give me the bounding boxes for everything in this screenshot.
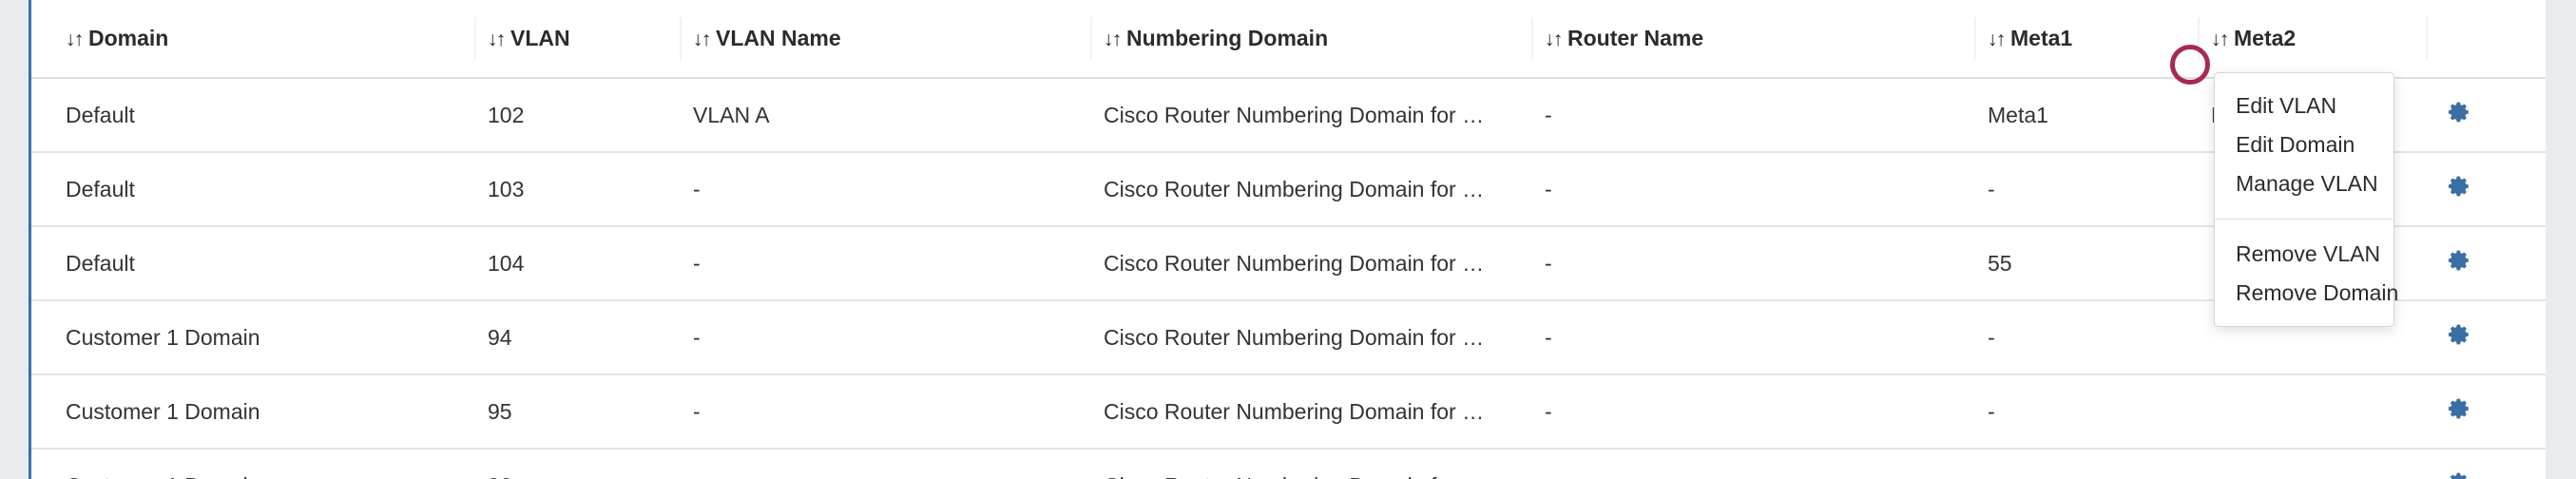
gear-icon[interactable]: [2447, 248, 2471, 273]
cell-vlan-name: -: [680, 300, 1090, 375]
column-header-label-domain: Domain: [88, 26, 169, 50]
column-header-actions: [2426, 0, 2546, 79]
column-header-vlan-name[interactable]: ↓↑VLAN Name: [680, 0, 1090, 79]
cell-vlan-name: -: [680, 226, 1090, 301]
cell-actions[interactable]: [2426, 78, 2546, 153]
column-header-numbering-domain[interactable]: ↓↑Numbering Domain: [1090, 0, 1531, 79]
sort-updown-icon[interactable]: ↓↑: [1987, 29, 2007, 50]
column-header-meta2[interactable]: ↓↑Meta2: [2198, 0, 2426, 79]
cell-vlan-name: -: [680, 449, 1090, 479]
menu-item-edit-domain[interactable]: Edit Domain: [2236, 132, 2355, 157]
cell-router-name: -: [1531, 300, 1974, 375]
gear-icon[interactable]: [2447, 470, 2471, 479]
sort-updown-icon[interactable]: ↓↑: [487, 29, 507, 50]
column-header-meta1[interactable]: ↓↑Meta1: [1974, 0, 2198, 79]
table-row[interactable]: Customer 1 Domain96-Cisco Router Numberi…: [31, 449, 2546, 479]
cell-actions[interactable]: [2426, 374, 2546, 450]
gear-icon[interactable]: [2447, 396, 2471, 421]
cell-vlan-name: -: [680, 152, 1090, 227]
cell-numbering-domain: Cisco Router Numbering Domain for …: [1090, 78, 1531, 153]
cell-meta1: -: [1974, 300, 2198, 375]
sort-updown-icon[interactable]: ↓↑: [692, 29, 712, 50]
column-header-label-router-name: Router Name: [1567, 26, 1704, 50]
cell-actions[interactable]: [2426, 226, 2546, 301]
cell-router-name: -: [1531, 449, 1974, 479]
cell-vlan: 94: [474, 300, 680, 375]
table-header: ↓↑Domain ↓↑VLAN ↓↑VLAN Name ↓↑Numbering …: [31, 0, 2546, 79]
cell-vlan: 96: [474, 449, 680, 479]
sort-updown-icon[interactable]: ↓↑: [65, 29, 85, 50]
cell-meta1: Meta1: [1974, 78, 2198, 153]
cell-meta1: -: [1974, 449, 2198, 479]
menu-item-edit-vlan[interactable]: Edit VLAN: [2236, 93, 2337, 118]
vlan-table-container[interactable]: ↓↑Domain ↓↑VLAN ↓↑VLAN Name ↓↑Numbering …: [31, 0, 2546, 479]
menu-item-remove-domain[interactable]: Remove Domain: [2236, 280, 2399, 305]
sort-updown-icon[interactable]: ↓↑: [1103, 29, 1123, 50]
cell-domain: Customer 1 Domain: [31, 374, 474, 450]
menu-item-manage-vlan[interactable]: Manage VLAN: [2236, 171, 2378, 196]
cell-router-name: -: [1531, 374, 1974, 450]
cell-vlan: 103: [474, 152, 680, 227]
cell-vlan: 95: [474, 374, 680, 450]
cell-meta1: -: [1974, 152, 2198, 227]
cell-domain: Default: [31, 78, 474, 153]
cell-vlan: 104: [474, 226, 680, 301]
menu-item-remove-vlan[interactable]: Remove VLAN: [2236, 241, 2381, 266]
cell-numbering-domain: Cisco Router Numbering Domain for …: [1090, 300, 1531, 375]
cell-actions[interactable]: [2426, 152, 2546, 227]
content-panel: ↓↑Domain ↓↑VLAN ↓↑VLAN Name ↓↑Numbering …: [29, 0, 2546, 479]
cell-meta2: [2198, 374, 2426, 450]
column-header-label-vlan-name: VLAN Name: [716, 26, 841, 50]
column-header-vlan[interactable]: ↓↑VLAN: [474, 0, 680, 79]
cell-actions[interactable]: [2426, 449, 2546, 479]
column-header-label-numbering-domain: Numbering Domain: [1126, 26, 1329, 50]
cell-meta1: 55: [1974, 226, 2198, 301]
cell-numbering-domain: Cisco Router Numbering Domain for …: [1090, 374, 1531, 450]
column-header-domain[interactable]: ↓↑Domain: [31, 0, 474, 79]
cell-numbering-domain: Cisco Router Numbering Domain for …: [1090, 449, 1531, 479]
cell-meta1: -: [1974, 374, 2198, 450]
column-header-label-meta2: Meta2: [2234, 26, 2297, 50]
cell-router-name: -: [1531, 226, 1974, 301]
cell-domain: Default: [31, 226, 474, 301]
gear-icon[interactable]: [2447, 322, 2471, 347]
cell-domain: Customer 1 Domain: [31, 449, 474, 479]
cell-vlan-name: VLAN A: [680, 78, 1090, 153]
cell-router-name: -: [1531, 152, 1974, 227]
sort-updown-icon[interactable]: ↓↑: [2210, 29, 2230, 50]
menu-divider: [2215, 219, 2393, 220]
column-header-label-vlan: VLAN: [510, 26, 570, 50]
column-header-label-meta1: Meta1: [2010, 26, 2073, 50]
cell-vlan: 102: [474, 78, 680, 153]
gear-icon[interactable]: [2447, 100, 2471, 125]
cell-meta2: [2198, 449, 2426, 479]
cell-numbering-domain: Cisco Router Numbering Domain for …: [1090, 226, 1531, 301]
table-header-row: ↓↑Domain ↓↑VLAN ↓↑VLAN Name ↓↑Numbering …: [31, 0, 2546, 79]
cell-actions[interactable]: [2426, 300, 2546, 375]
cell-domain: Customer 1 Domain: [31, 300, 474, 375]
sort-updown-icon[interactable]: ↓↑: [1544, 29, 1564, 50]
column-header-router-name[interactable]: ↓↑Router Name: [1531, 0, 1974, 79]
cell-numbering-domain: Cisco Router Numbering Domain for …: [1090, 152, 1531, 227]
vlan-table: ↓↑Domain ↓↑VLAN ↓↑VLAN Name ↓↑Numbering …: [31, 0, 2546, 479]
cell-router-name: -: [1531, 78, 1974, 153]
gear-icon[interactable]: [2447, 174, 2471, 199]
cell-domain: Default: [31, 152, 474, 227]
cell-vlan-name: -: [680, 374, 1090, 450]
